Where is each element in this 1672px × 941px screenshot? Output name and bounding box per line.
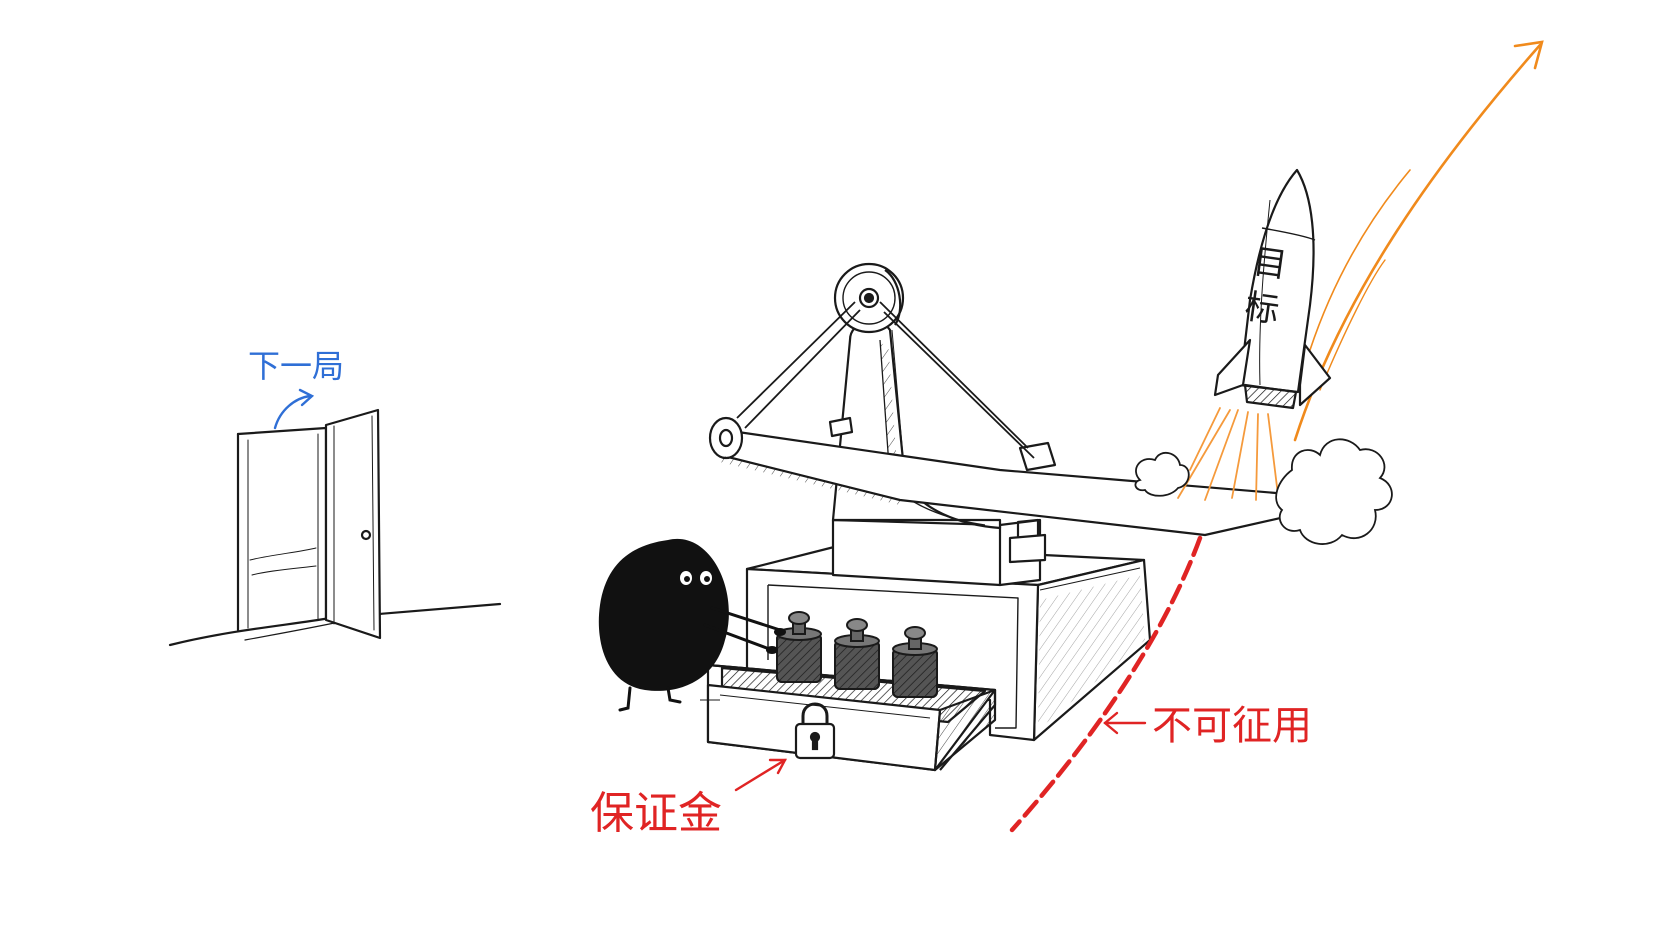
cables	[736, 301, 1035, 459]
next-round-label: 下一局	[248, 347, 345, 385]
padlock-icon	[794, 702, 836, 760]
rocket-icon	[1213, 168, 1332, 410]
trajectory-arrow	[1293, 40, 1544, 442]
weight-1	[776, 611, 822, 683]
exhaust-streaks	[1177, 407, 1279, 501]
deposit-arrow	[734, 758, 788, 792]
fulcrum-tower	[831, 262, 1047, 587]
rocket-goal-label-2: 标	[1242, 286, 1282, 332]
weight-2	[834, 618, 880, 690]
smoke-clouds	[1134, 438, 1393, 545]
not-usable-label: 不可征用	[1152, 703, 1312, 749]
blob-character-icon	[598, 538, 786, 712]
not-usable-arrow	[1103, 711, 1147, 735]
seesaw-plank	[708, 416, 1362, 537]
deposit-label: 保证金	[590, 788, 722, 839]
next-round-arrow	[273, 394, 312, 430]
weights	[776, 611, 938, 698]
boundary-dashed-line	[1009, 535, 1203, 833]
weight-3	[892, 626, 938, 698]
door	[168, 408, 502, 647]
rocket-goal-label-1: 目	[1250, 241, 1290, 287]
